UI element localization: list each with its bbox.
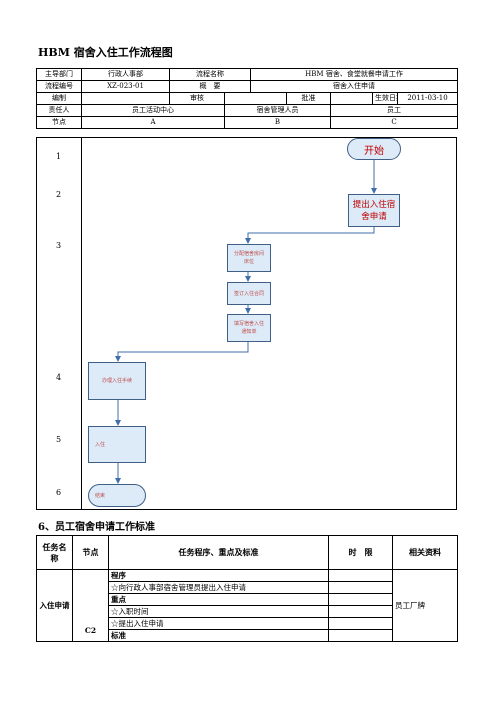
key-title: 重点 bbox=[108, 593, 329, 606]
flowchart-divider bbox=[81, 137, 82, 510]
arrow-apply-to-assign bbox=[245, 226, 375, 244]
node-c: C bbox=[330, 116, 458, 129]
time-cell-4 bbox=[328, 605, 393, 618]
step-number-6: 6 bbox=[56, 488, 62, 497]
start-node-label: 开始 bbox=[364, 145, 384, 157]
apply-node: 提出入住宿舍申请 bbox=[348, 194, 400, 227]
col-procedure-header: 任务程序、重点及标准 bbox=[108, 535, 329, 570]
procedure-title: 程序 bbox=[108, 569, 329, 582]
node-label: 节点 bbox=[36, 116, 82, 129]
step-number-3: 3 bbox=[56, 241, 62, 250]
apply-node-label: 提出入住宿舍申请 bbox=[352, 199, 396, 222]
sign-contract-node: 签订入住合同 bbox=[227, 282, 271, 305]
assign-room-label: 分配宿舍房间床位 bbox=[233, 251, 264, 265]
step-number-1: 1 bbox=[56, 152, 62, 161]
fill-notice-label: 填写宿舍入住通知单 bbox=[233, 321, 264, 335]
step-number-2: 2 bbox=[56, 190, 62, 199]
step-number-4: 4 bbox=[56, 373, 62, 382]
col-task-header: 任务名称 bbox=[36, 535, 73, 570]
col-node-header: 节点 bbox=[72, 535, 109, 570]
task-name-cell: 入住申请 bbox=[36, 569, 73, 642]
check-in-procedure-label: 办理入住手续 bbox=[101, 378, 132, 384]
start-node: 开始 bbox=[347, 138, 401, 160]
time-cell-5 bbox=[328, 617, 393, 630]
standard-title: 标准 bbox=[108, 629, 329, 642]
task-node-cell: C2 bbox=[72, 569, 109, 642]
col-docs-header: 相关资料 bbox=[392, 535, 458, 570]
time-cell-1 bbox=[328, 569, 393, 582]
page-title: HBM 宿舍入住工作流程图 bbox=[38, 46, 173, 59]
end-node-label: 结束 bbox=[95, 493, 106, 499]
check-in-procedure-node: 办理入住手续 bbox=[88, 362, 146, 400]
section-heading: 6、员工宿舍申请工作标准 bbox=[38, 522, 155, 533]
end-node: 结束 bbox=[88, 484, 146, 507]
assign-room-node: 分配宿舍房间床位 bbox=[227, 244, 271, 272]
flowchart-area bbox=[36, 137, 457, 510]
time-cell-6 bbox=[328, 629, 393, 642]
check-in-node: 入住 bbox=[88, 426, 146, 463]
sign-contract-label: 签订入住合同 bbox=[233, 290, 264, 297]
procedure-item: ☆向行政人事部宿舍管理员提出入住申请 bbox=[108, 581, 329, 594]
time-cell-2 bbox=[328, 581, 393, 594]
flow-meta-table: 主导部门 行政人事部 流程名称 HBM 宿舍、食堂就餐申请工作 流程编号 XZ-… bbox=[36, 68, 458, 129]
key-item-1: ☆入职时间 bbox=[108, 605, 329, 618]
check-in-label: 入住 bbox=[95, 441, 106, 448]
step-number-5: 5 bbox=[56, 435, 62, 444]
time-cell-3 bbox=[328, 593, 393, 606]
docs-cell: 员工厂牌 bbox=[392, 569, 458, 642]
fill-notice-node: 填写宿舍入住通知单 bbox=[227, 314, 271, 342]
standard-table: 任务名称 节点 任务程序、重点及标准 时 限 相关资料 入住申请 C2 程序 员… bbox=[36, 535, 458, 642]
col-time-header: 时 限 bbox=[328, 535, 393, 570]
arrow-notice-to-procedure bbox=[115, 342, 249, 362]
key-item-2: ☆提出入住申请 bbox=[108, 617, 329, 630]
